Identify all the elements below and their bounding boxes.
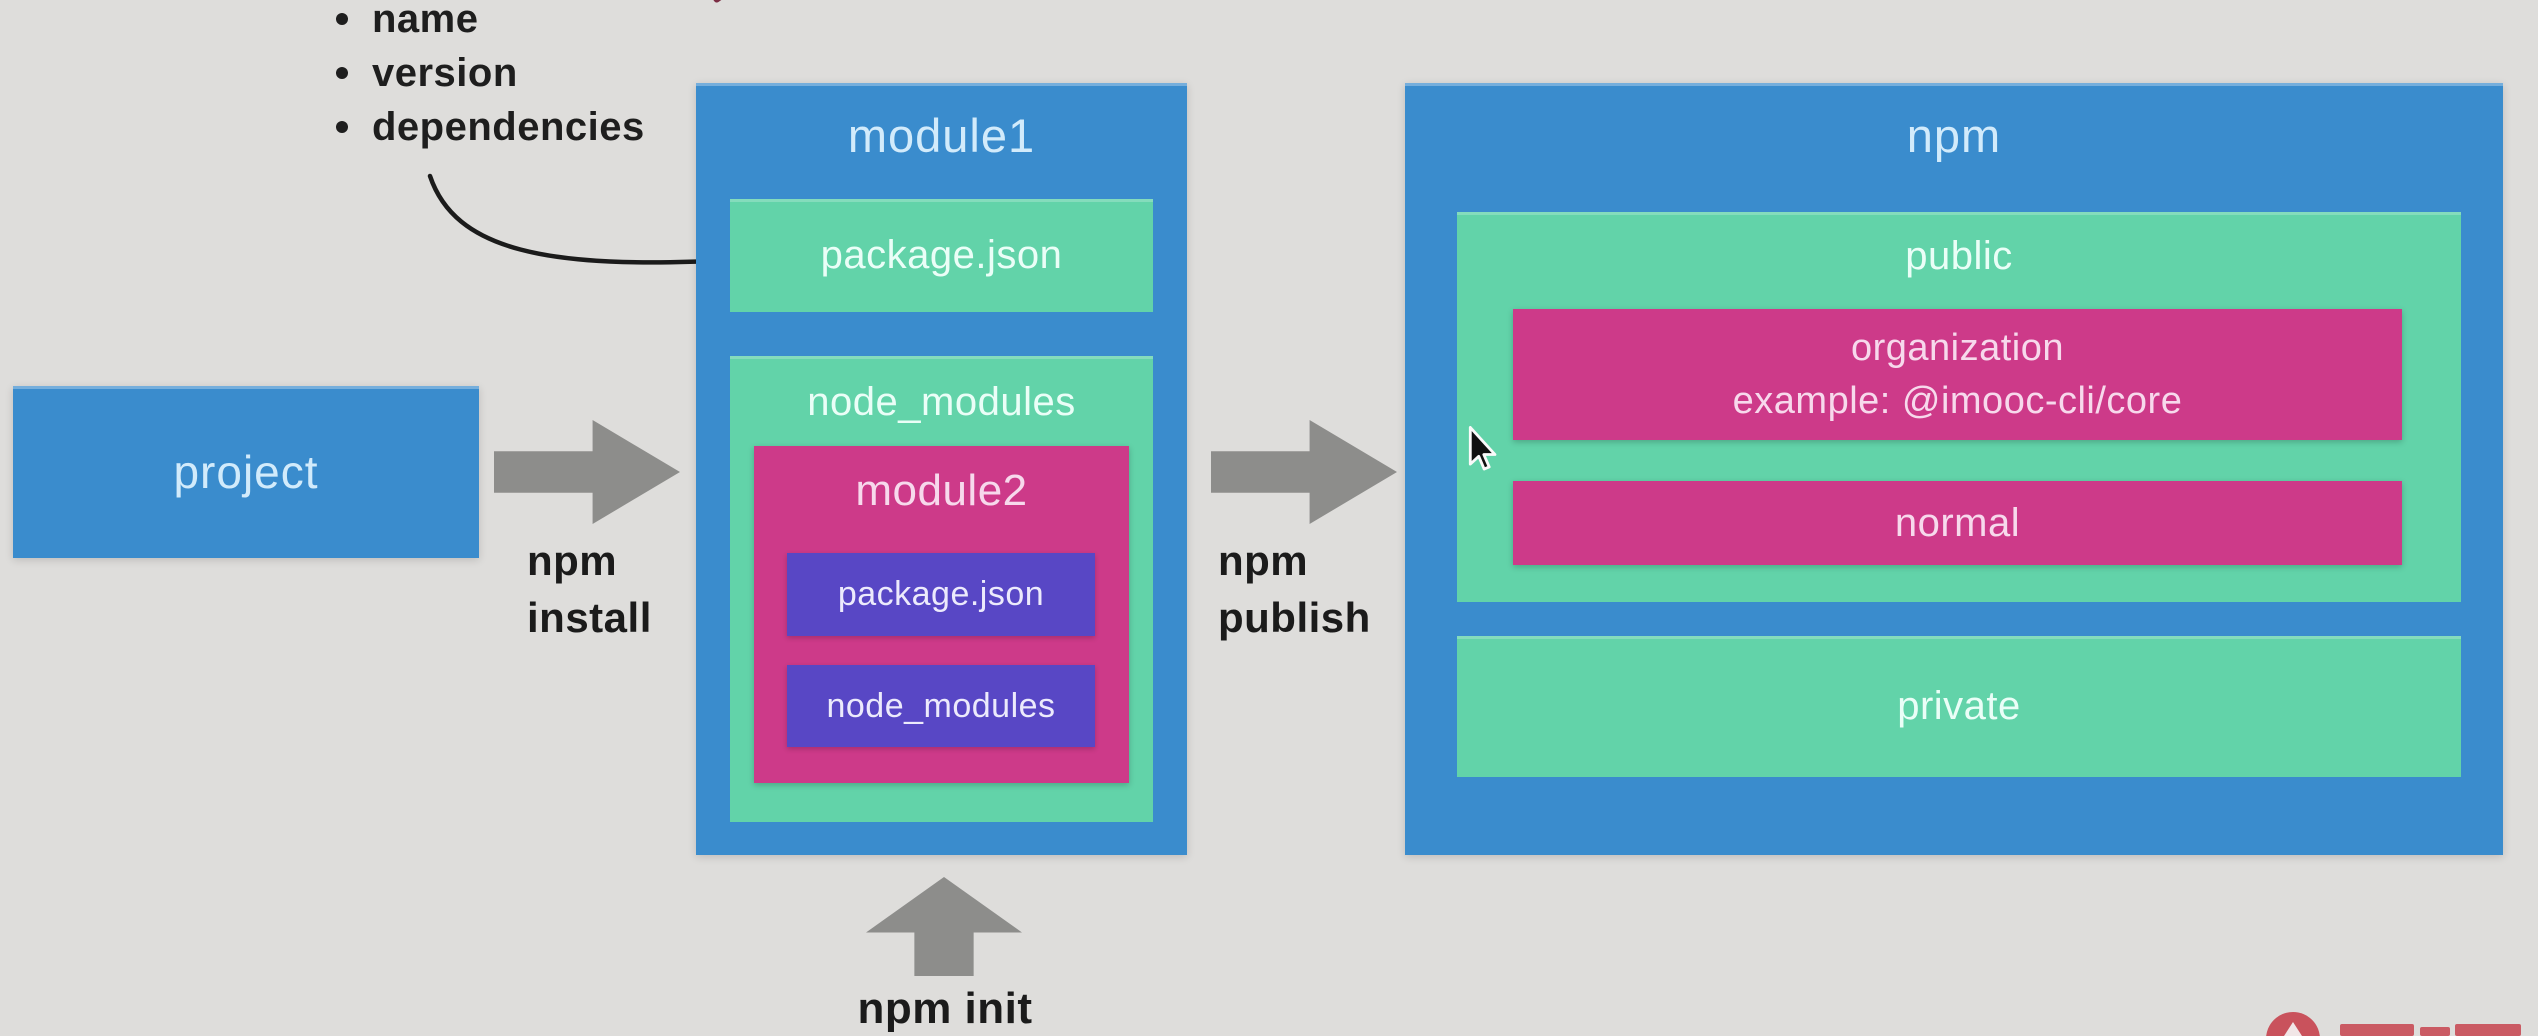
package-json-label: package.json xyxy=(820,233,1063,277)
imooc-logo-inner-shape xyxy=(2284,1022,2302,1036)
module1-box: module1 package.json node_modules module… xyxy=(696,83,1187,855)
arrow-up-icon xyxy=(866,877,1022,976)
bullet-icon xyxy=(336,67,348,79)
npm-public-box: public organization example: @imooc-cli/… xyxy=(1457,212,2461,602)
mouse-cursor-icon xyxy=(1468,426,1497,471)
field-dependencies-label: dependencies xyxy=(372,104,645,149)
red-stroke-artifact xyxy=(712,0,735,4)
node-modules-label: node_modules xyxy=(826,686,1056,725)
curve-connector-icon xyxy=(427,173,736,265)
caption-line: npm xyxy=(1218,537,1309,584)
package-json-fields-list: name version dependencies xyxy=(336,0,645,154)
npm-install-caption: npm install xyxy=(527,532,652,646)
caption-line: npm xyxy=(527,537,618,584)
npm-title: npm xyxy=(1906,109,2002,162)
module1-title: module1 xyxy=(847,109,1036,162)
normal-box: normal xyxy=(1513,481,2402,565)
npm-registry-box: npm public organization example: @imooc-… xyxy=(1405,83,2503,855)
public-title: public xyxy=(1905,234,2013,278)
project-box: project xyxy=(13,386,479,558)
private-label: private xyxy=(1897,684,2021,728)
field-name-label: name xyxy=(372,0,479,41)
list-item: version xyxy=(336,46,645,100)
module2-node-modules-box: node_modules xyxy=(787,665,1095,747)
package-json-label: package.json xyxy=(837,575,1045,613)
caption-line: publish xyxy=(1218,594,1371,641)
bullet-icon xyxy=(336,121,348,133)
field-version-label: version xyxy=(372,50,518,95)
watermark-text-fragment xyxy=(2340,1024,2414,1036)
module2-package-json-box: package.json xyxy=(787,553,1095,636)
list-item: dependencies xyxy=(336,100,645,154)
node-modules-title: node_modules xyxy=(807,380,1076,424)
arrow-right-icon xyxy=(494,420,680,524)
watermark-text-fragment xyxy=(2455,1024,2521,1036)
caption-line: install xyxy=(527,594,652,641)
organization-label: organization xyxy=(1850,326,2065,369)
watermark-text-fragment xyxy=(2420,1027,2450,1036)
module2-title: module2 xyxy=(855,466,1028,515)
module2-box: module2 package.json node_modules xyxy=(754,446,1129,783)
npm-private-box: private xyxy=(1457,636,2461,777)
bullet-icon xyxy=(336,13,348,25)
organization-box: organization example: @imooc-cli/core xyxy=(1513,309,2402,440)
project-label: project xyxy=(173,446,319,498)
list-item: name xyxy=(336,0,645,46)
arrow-right-icon xyxy=(1211,420,1397,524)
npm-init-caption: npm init xyxy=(857,984,1033,1033)
normal-label: normal xyxy=(1894,500,2021,545)
organization-example: example: @imooc-cli/core xyxy=(1732,379,2183,422)
module1-package-json-box: package.json xyxy=(730,199,1153,312)
npm-publish-caption: npm publish xyxy=(1218,532,1371,646)
module1-node-modules-box: node_modules module2 package.json node_m… xyxy=(730,356,1153,822)
